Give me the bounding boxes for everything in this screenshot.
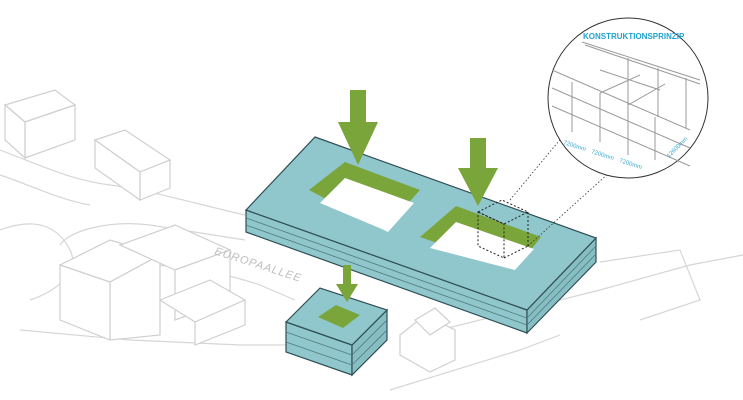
context-buildings	[3, 89, 456, 373]
down-arrow-icon	[338, 90, 378, 165]
main-building	[244, 136, 598, 335]
courtyard-right	[420, 206, 541, 270]
arrow-icons	[336, 90, 498, 302]
down-arrow-icon	[458, 138, 498, 206]
small-building	[284, 287, 389, 377]
structure-module-outline	[476, 199, 530, 259]
down-arrow-icon	[336, 265, 358, 302]
construction-detail-callout: KONSTRUKTIONSPRINZIP 7200mm 7200mm 7200m…	[547, 17, 709, 179]
courtyard-left	[309, 162, 420, 232]
construction-title: KONSTRUKTIONSPRINZIP	[583, 32, 685, 41]
courtyard-small	[318, 305, 360, 328]
